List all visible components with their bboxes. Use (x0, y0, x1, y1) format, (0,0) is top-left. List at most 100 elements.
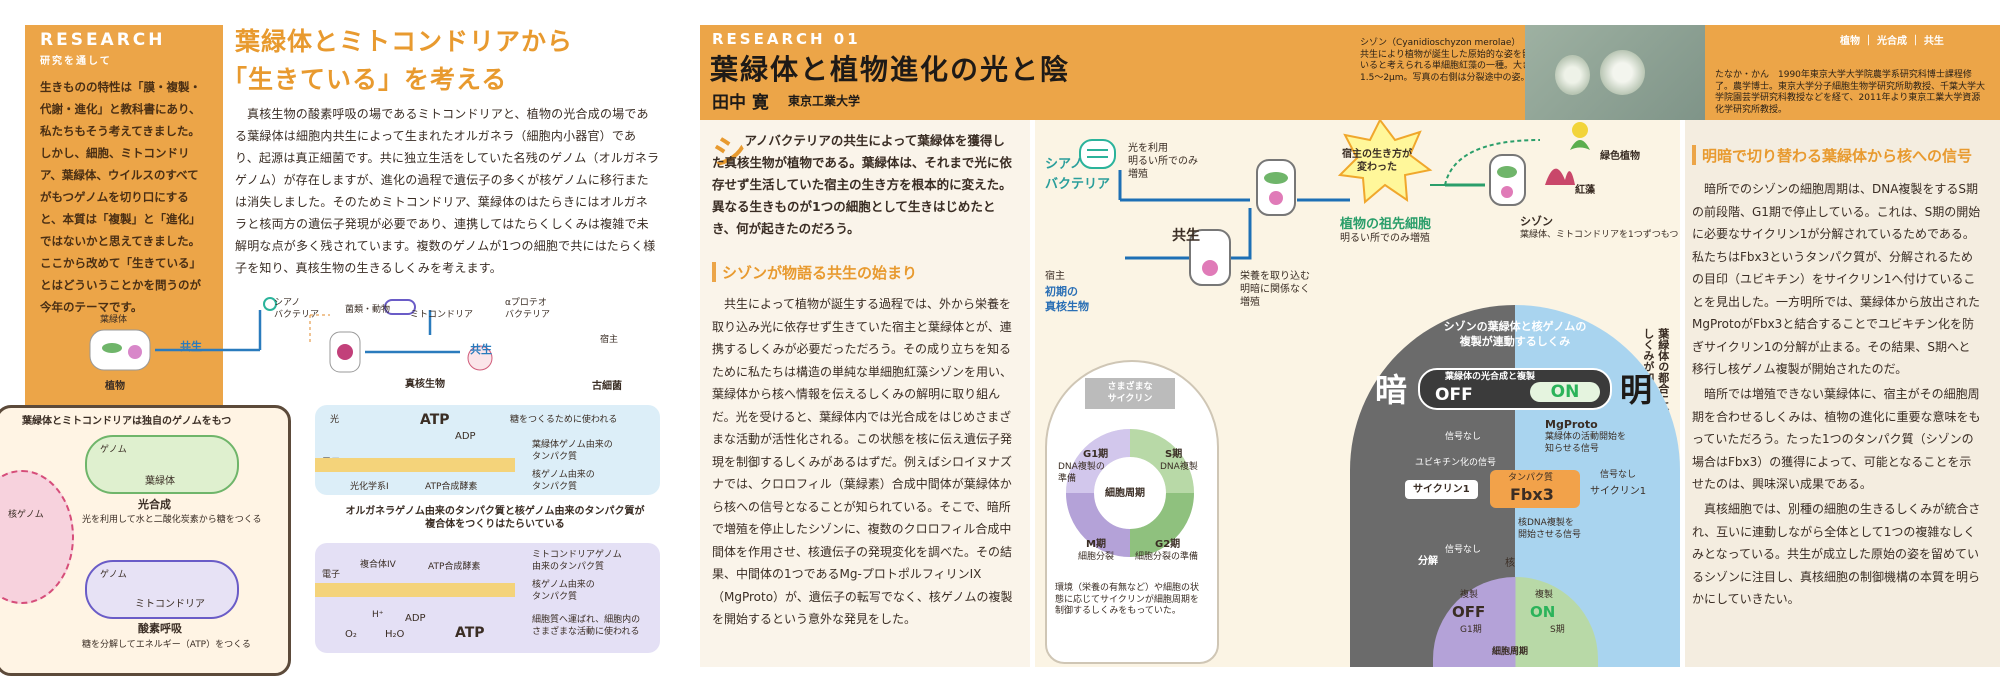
atp-synthase-label-bottom: ATP合成酵素 (428, 562, 481, 572)
atp-label-bottom: ATP (455, 625, 485, 641)
header-affiliation: 東京工業大学 (788, 94, 861, 108)
mech-fbx3-label: タンパク質 (1508, 473, 1554, 483)
evo-ancestor-desc: 明るい所でのみ増殖 (1340, 233, 1430, 244)
electron-label-bottom: 電子 (322, 570, 341, 580)
photosynthesis-label: 光合成 (138, 498, 171, 511)
evo-host: 宿主 (1045, 271, 1065, 282)
cyanidioschyzon-photo (1525, 25, 1705, 120)
section1-title: シゾンが物語る共生の始まり (722, 264, 918, 282)
complex4-label: 複合体IV (360, 560, 396, 570)
evo-cyanidio: シゾン (1520, 215, 1553, 228)
left-diag-host: 宿主 (600, 335, 619, 345)
mech-repl-on: ON (1530, 603, 1556, 621)
section2-body1: 暗所でのシゾンの細胞周期は、DNA複製をするS期の前段階、G1期で停止している。… (1692, 182, 1981, 376)
section2-title: 明暗で切り替わる葉緑体から核への信号 (1702, 147, 1973, 165)
cycle-caption: 環境（栄養の有無など）や細胞の状態に応じてサイクリンが細胞周期を制御するしくみを… (1055, 583, 1200, 617)
cyanidio-cell (1489, 154, 1526, 206)
left-diag-fungi: 菌類・動物 (345, 305, 391, 315)
chl-protein-legend: 葉緑体ゲノム由来の タンパク質 (532, 440, 613, 462)
mech-off: OFF (1435, 385, 1473, 405)
sugar-used-label: 糖をつくるために使われる (510, 415, 618, 425)
cycle-m-desc: 細胞分裂 (1078, 552, 1115, 562)
keyword-tags: 植物 ｜ 光合成 ｜ 共生 (1840, 36, 1944, 47)
header-research-label: RESEARCH 01 (712, 30, 861, 48)
left-diag-chloroplast: 葉緑体 (100, 315, 128, 325)
ancestor-cell (1256, 159, 1296, 216)
header-author: 田中 寛 (712, 93, 769, 113)
adp-label-bottom: ADP (405, 613, 426, 624)
red-algae-icon (1545, 168, 1575, 185)
h-label: H⁺ (372, 610, 384, 620)
mech-fbx3: Fbx3 (1510, 485, 1554, 504)
cyano-icon (1079, 139, 1116, 169)
right-text-panel (1685, 120, 2000, 667)
author-bio: たなか・かん 1990年東京大学大学院農学系研究科博士課程修了。農学博士。東京大… (1715, 70, 1986, 116)
left-evolution-diagram (89, 297, 493, 373)
left-title-line1: 葉緑体とミトコンドリアから (235, 27, 574, 56)
left-diag-eukaryote: 真核生物 (405, 379, 445, 390)
left-diag-plant: 植物 (105, 381, 125, 392)
genome-box-title: 葉緑体とミトコンドリアは独自のゲノムをもつ (22, 416, 232, 427)
nucleus-genome-label: 核ゲノム (8, 510, 44, 520)
evo-green-plants: 緑色植物 (1600, 151, 1640, 162)
left-diag-archaea: 古細菌 (592, 381, 622, 392)
left-diag-symbiosis2: 共生 (470, 343, 492, 356)
cycle-g1-desc: DNA複製の 準備 (1058, 462, 1105, 484)
mech-mgproto-desc: 葉緑体の活動開始を 知らせる信号 (1545, 432, 1627, 454)
photosynthesis-desc: 光を利用して水と二酸化炭素から糖をつくる (82, 515, 262, 525)
green-plant-icon (1572, 122, 1588, 138)
mech-mgproto: MgProto (1545, 418, 1598, 431)
photo-caption: シゾン（Cyanidioschyzon merolae） 共生により植物が誕生し… (1360, 38, 1550, 84)
mech-signal-none: 信号なし (1445, 432, 1482, 442)
chloroplast-shape (102, 343, 122, 353)
respiration-desc: 糖を分解してエネルギー（ATP）をつくる (82, 640, 251, 650)
membrane-band-top (315, 458, 515, 472)
evo-ancestor: 植物の祖先細胞 (1340, 217, 1432, 232)
mech-signal-none3: 信号なし (1445, 545, 1482, 555)
lead-text: アノバクテリアの共生によって葉緑体を獲得した真核生物が植物である。葉緑体は、それ… (712, 133, 1012, 236)
cell-cycle-ring (1066, 429, 1194, 557)
chloroplast-label: 葉緑体 (145, 476, 175, 487)
mech-repl-right: 複製 (1535, 590, 1554, 600)
evo-cyano-label: シアノ バクテリア (1045, 157, 1111, 192)
light-label: 光 (330, 415, 340, 425)
mitochondria-organelle (85, 560, 239, 619)
cell-right (1600, 50, 1645, 95)
ps1-label: 光化学系I (350, 482, 389, 492)
mech-decompose: 分解 (1418, 556, 1438, 567)
mech-cyclin1-left: サイクリン1 (1405, 480, 1478, 499)
mech-nuc-signal: 核DNA複製を 開始させる信号 (1518, 518, 1582, 540)
left-research-label: RESEARCH (40, 30, 166, 50)
mech-cyclin1-right: サイクリン1 (1590, 486, 1647, 497)
left-diag-alpha: αプロテオ バクテリア (505, 298, 551, 320)
chloroplast-organelle (85, 435, 239, 494)
atp-synthase-label-top: ATP合成酵素 (425, 482, 478, 492)
right-page: RESEARCH 01 葉緑体と植物進化の光と陰 田中 寛 東京工業大学 シゾン… (700, 0, 2000, 667)
mech-dark: 暗 (1375, 371, 1408, 409)
evo-cyanidio-desc: 葉緑体、ミトコンドリアを1つずつもつ (1520, 230, 1679, 240)
section1-body: 共生によって植物が誕生する過程では、外から栄養を取り込み光に依存せず生きていた宿… (712, 297, 1013, 626)
h2o-label: H₂O (385, 629, 405, 640)
atp-label-top: ATP (420, 412, 450, 428)
respiration-label: 酸素呼吸 (138, 622, 182, 635)
evolution-flow (1079, 120, 1590, 286)
mech-ubiq-signal: ユビキチン化の信号 (1415, 458, 1497, 468)
mech-switch-title: 葉緑体の光合成と複製 (1445, 372, 1536, 382)
mech-fbx3-box (1490, 470, 1580, 508)
evo-red-algae: 紅藻 (1575, 185, 1595, 196)
o2-label: O₂ (345, 629, 357, 640)
cycle-m: M期 (1086, 539, 1106, 550)
mech-title: シゾンの葉緑体と核ゲノムの 複製が連動するしくみ (1443, 320, 1587, 348)
evo-symbiosis: 共生 (1172, 228, 1200, 244)
cycle-g2-desc: 細胞分裂の準備 (1135, 552, 1199, 562)
evo-light-use: 光を利用 明るい所でのみ 増殖 (1128, 143, 1198, 180)
nuc-protein-legend: 核ゲノム由来の タンパク質 (532, 470, 595, 492)
cycle-s: S期 (1165, 449, 1183, 460)
section2-body2: 暗所では増殖できない葉緑体に、宿主がその細胞周期を合わせるしくみは、植物の進化に… (1692, 387, 1981, 491)
archaea-icon (467, 345, 493, 371)
cycle-g1: G1期 (1083, 449, 1109, 460)
cell-left (1555, 55, 1590, 95)
host-cell (1189, 229, 1231, 286)
evo-host-desc: 栄養を取り込む 明暗に関係なく 増殖 (1240, 271, 1310, 308)
section1-bar (712, 262, 716, 282)
